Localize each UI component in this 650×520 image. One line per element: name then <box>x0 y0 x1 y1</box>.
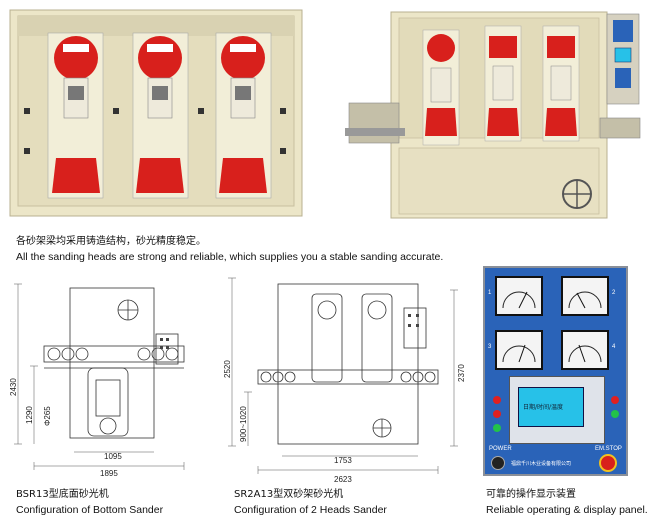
meter-label-1: 1 <box>488 290 492 296</box>
bsr-caption-en: Configuration of Bottom Sander <box>16 504 164 516</box>
indicator-light <box>493 424 501 432</box>
gauge-icon <box>502 291 536 309</box>
gauge-icon <box>568 344 602 363</box>
gauge-icon <box>568 291 602 309</box>
meter-4 <box>561 330 609 370</box>
heads-caption-cn: 各砂架梁均采用铸造结构，砂光精度稳定。 <box>16 236 206 247</box>
sr2a-height-right: 2370 <box>457 364 466 382</box>
indicator-light <box>493 410 501 418</box>
brand-text: 福鼎千川木业设备有限公司 <box>511 461 572 467</box>
bsr-height-inner: 1290 <box>25 406 34 424</box>
heads-caption-en: All the sanding heads are strong and rel… <box>16 251 444 263</box>
estop-label: EM.STOP <box>595 446 622 452</box>
sr2a-height-range: 900~1020 <box>239 406 248 442</box>
meter-label-2: 2 <box>612 290 616 296</box>
meter-3 <box>495 330 543 370</box>
sr2a13-drawing: 2520 900~1020 2370 1753 2623 <box>223 277 466 484</box>
sr2a-caption-cn: SR2A13型双砂架砂光机 <box>234 489 344 500</box>
panel-caption-en: Reliable operating & display panel. <box>486 504 648 516</box>
sanding-head-3 <box>215 32 272 199</box>
sander-with-panel-photo <box>345 11 641 219</box>
panel-caption-cn: 可靠的操作显示装置 <box>486 489 576 500</box>
meter-2 <box>561 276 609 316</box>
sr2a-width-total: 2623 <box>334 475 352 484</box>
indicator-light <box>611 396 619 404</box>
bsr-width-inner: 1095 <box>104 452 122 461</box>
sr2a-height-left: 2520 <box>223 360 232 378</box>
bsr13-drawing: 2430 1290 Φ265 1095 1895 <box>9 283 185 478</box>
bsr-width-total: 1895 <box>100 469 118 478</box>
meter-label-3: 3 <box>488 344 492 350</box>
control-panel-photo: 1 2 3 4 日期/时间/温度 POWER EM.STOP 福鼎千川木业设备有… <box>483 266 628 476</box>
indicator-light <box>611 410 619 418</box>
screen-text: 日期/时间/温度 <box>523 404 564 411</box>
power-label: POWER <box>489 446 512 452</box>
meter-label-4: 4 <box>612 344 616 350</box>
display-screen: 日期/时间/温度 <box>518 387 584 427</box>
sr2a-width-inner: 1753 <box>334 456 352 465</box>
bsr-roller-diameter: Φ265 <box>43 406 52 426</box>
meter-1 <box>495 276 543 316</box>
sr2a-caption-en: Configuration of 2 Heads Sander <box>234 504 387 516</box>
indicator-light <box>493 396 501 404</box>
gauge-icon <box>502 344 536 363</box>
sanding-head-2 <box>132 32 189 199</box>
bsr-height-total: 2430 <box>9 378 18 396</box>
emergency-stop-button[interactable] <box>599 454 617 472</box>
sanding-head-1 <box>47 32 104 199</box>
power-key-switch[interactable] <box>491 456 505 470</box>
screen-bezel: 日期/时间/温度 <box>509 376 605 444</box>
three-head-sander-front-photo <box>9 9 303 217</box>
bsr-caption-cn: BSR13型底面砂光机 <box>16 489 109 500</box>
